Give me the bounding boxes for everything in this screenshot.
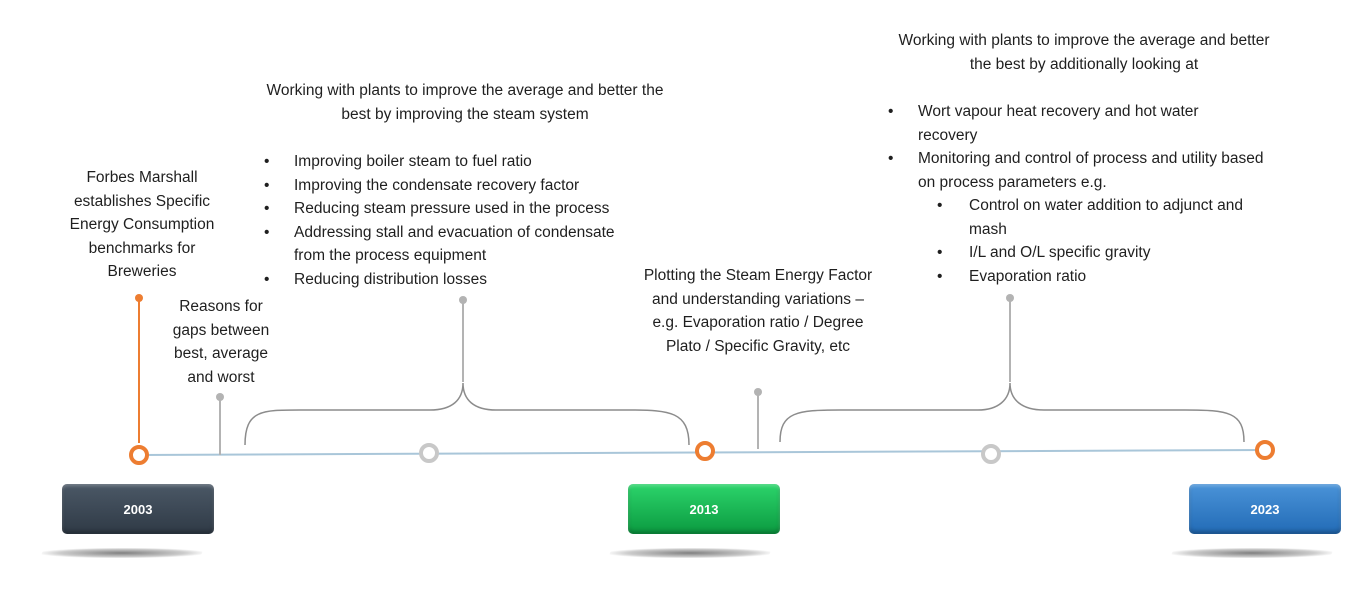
additional-block: Working with plants to improve the avera… (884, 29, 1284, 288)
stem-plotting-dot (754, 388, 762, 396)
list-item: Addressing stall and evacuation of conde… (260, 221, 670, 268)
node-2003 (129, 445, 149, 465)
year-2003-shadow (40, 548, 204, 558)
list-item: Improving boiler steam to fuel ratio (260, 150, 670, 174)
additional-block-list: Wort vapour heat recovery and hot water … (884, 100, 1284, 288)
milestone-gaps-text: Reasons for gaps between best, average a… (172, 298, 270, 386)
year-2023-box: 2023 (1189, 484, 1341, 534)
steam-block: Working with plants to improve the avera… (260, 79, 670, 291)
year-2013-box: 2013 (628, 484, 780, 534)
stem-additional-dot (1006, 294, 1014, 302)
milestone-plotting-text: Plotting the Steam Energy Factor and und… (643, 267, 873, 355)
list-subitem: I/L and O/L specific gravity (884, 241, 1284, 265)
node-2013 (695, 441, 715, 461)
list-item: Wort vapour heat recovery and hot water … (884, 100, 1284, 147)
node-mid-2 (981, 444, 1001, 464)
steam-block-list: Improving boiler steam to fuel ratio Imp… (260, 150, 670, 291)
list-item: Reducing distribution losses (260, 268, 670, 292)
year-2003-box: 2003 (62, 484, 214, 534)
node-mid-1 (419, 443, 439, 463)
year-2013-shadow (608, 548, 772, 558)
stem-establish-dot (135, 294, 143, 302)
brace-additional (779, 382, 1245, 443)
milestone-establish-text: Forbes Marshall establishes Specific Ene… (69, 169, 215, 280)
list-subitem: Evaporation ratio (884, 265, 1284, 289)
node-2023 (1255, 440, 1275, 460)
list-item: Reducing steam pressure used in the proc… (260, 197, 670, 221)
list-subitem: Control on water addition to adjunct and… (884, 194, 1284, 241)
list-item: Improving the condensate recovery factor (260, 174, 670, 198)
steam-block-intro: Working with plants to improve the avera… (266, 82, 664, 123)
stem-steam-dot (459, 296, 467, 304)
list-item: Monitoring and control of process and ut… (884, 147, 1284, 194)
brace-steam (244, 382, 690, 446)
additional-block-intro: Working with plants to improve the avera… (898, 32, 1270, 73)
year-2023-shadow (1170, 548, 1334, 558)
stem-gaps-dot (216, 393, 224, 401)
